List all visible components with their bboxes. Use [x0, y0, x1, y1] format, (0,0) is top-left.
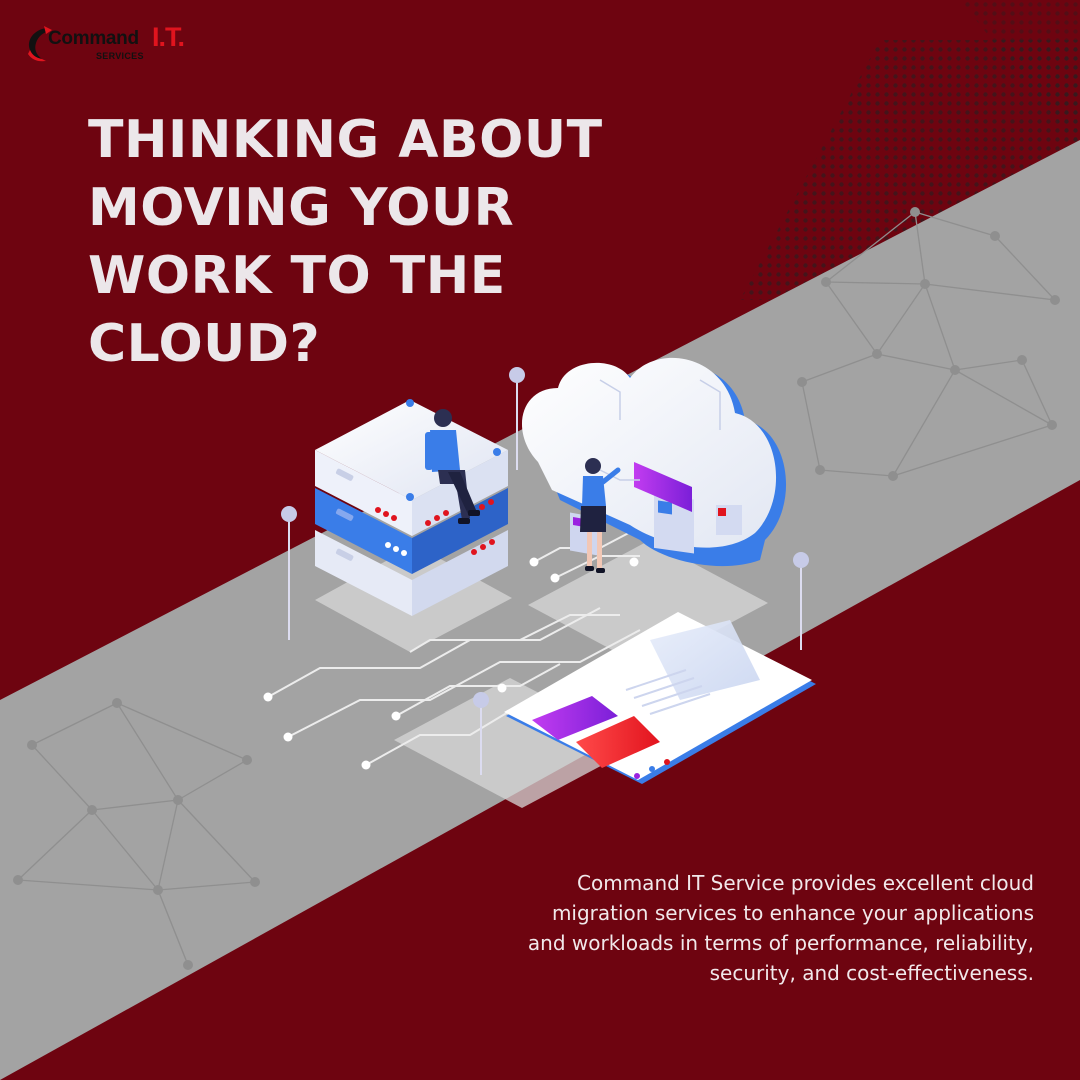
- description-line-4: security, and cost-effectiveness.: [709, 961, 1034, 985]
- description-text: Command IT Service provides excellent cl…: [394, 868, 1034, 988]
- headline-line-3: WORK TO THE: [88, 246, 506, 306]
- logo-wordmark: Command: [48, 28, 139, 49]
- browser-window-illustration: [504, 612, 816, 784]
- command-it-swoosh-logo-icon: [28, 26, 52, 62]
- headline-line-2: MOVING YOUR: [88, 178, 515, 238]
- logo-tagline: SERVICES: [96, 51, 144, 61]
- woman-figure-illustration: [580, 458, 621, 573]
- brand-logo[interactable]: Command I.T. SERVICES: [24, 22, 194, 68]
- network-mesh-bottom-left: [17, 702, 256, 966]
- headline: THINKING ABOUT MOVING YOUR WORK TO THE C…: [88, 106, 688, 378]
- description-line-3: and workloads in terms of performance, r…: [527, 931, 1034, 955]
- description-line-1: Command IT Service provides excellent cl…: [577, 871, 1034, 895]
- network-mesh-top-right: [801, 211, 1056, 477]
- headline-line-4: CLOUD?: [88, 314, 321, 374]
- logo-it-mark: I.T.: [152, 22, 185, 52]
- description-line-2: migration services to enhance your appli…: [551, 901, 1034, 925]
- headline-line-1: THINKING ABOUT: [88, 110, 603, 170]
- location-pins: [281, 367, 809, 775]
- man-figure-illustration: [425, 409, 480, 524]
